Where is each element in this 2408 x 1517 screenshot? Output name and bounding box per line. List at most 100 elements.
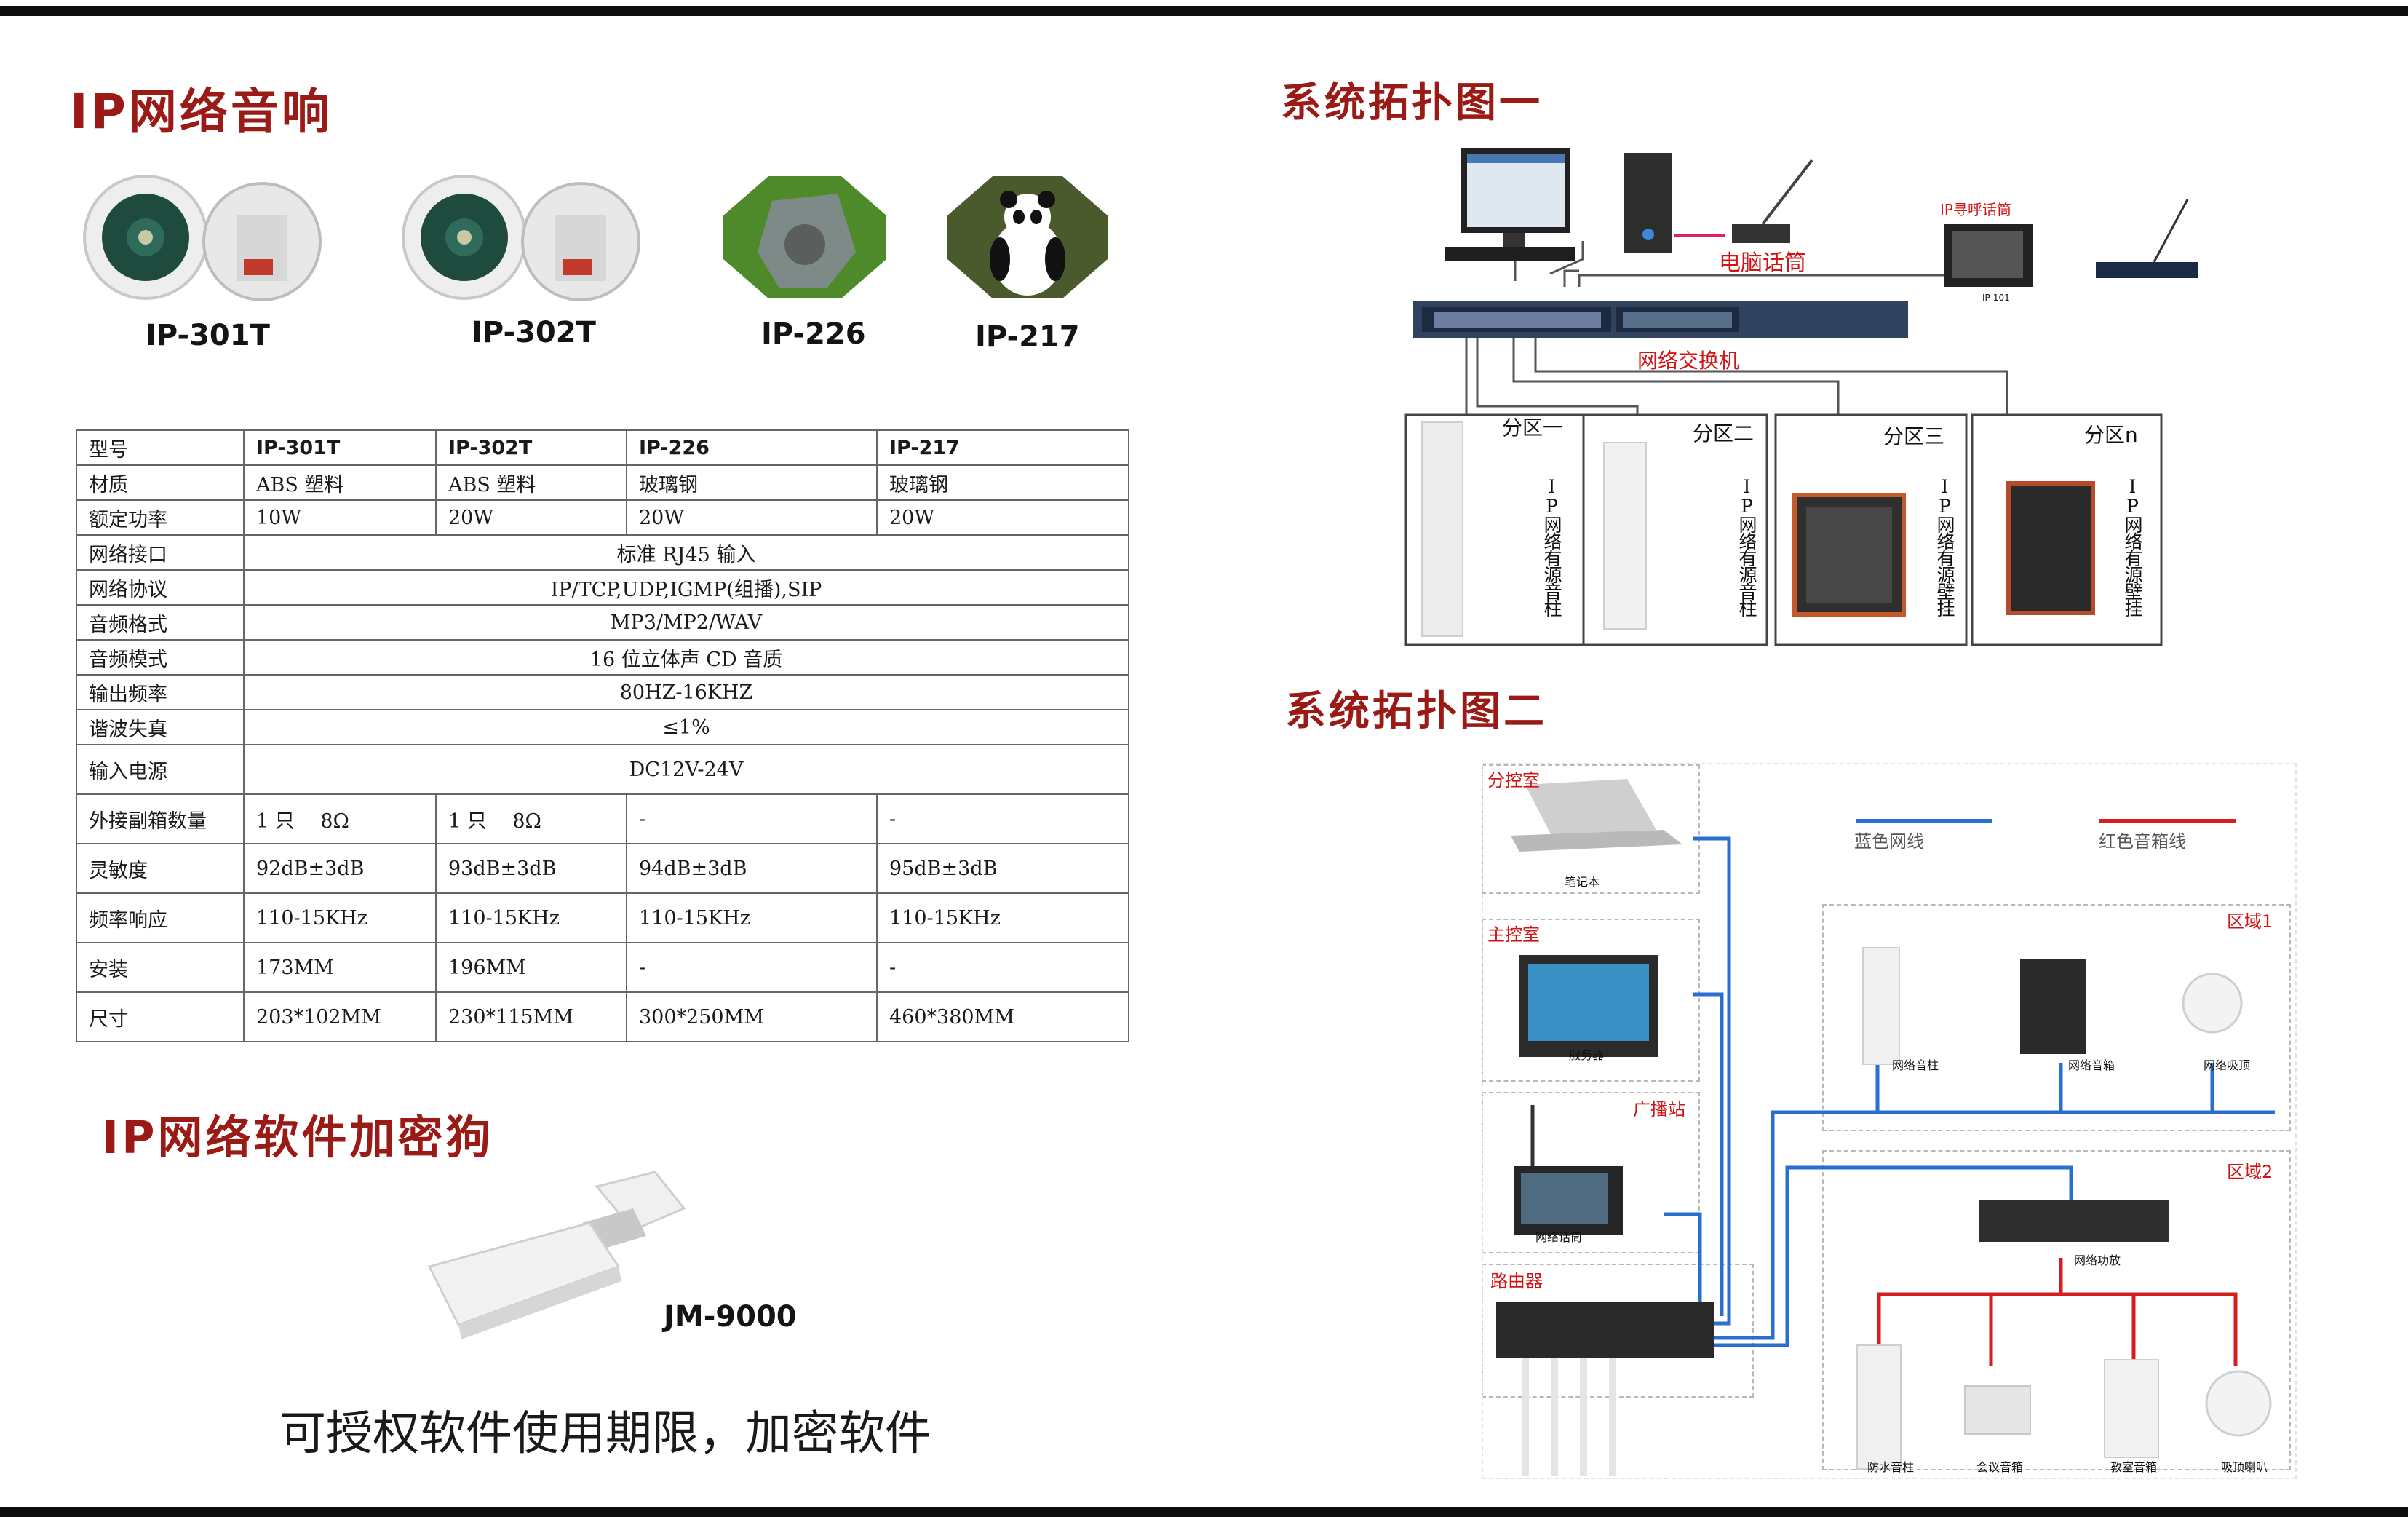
spec-cell: MP3/MP2/WAV	[243, 604, 1129, 641]
legend-red: 红色音箱线	[2099, 831, 2186, 852]
spec-cell: 20W	[626, 499, 878, 536]
area1-device-2: 网络音箱	[2068, 1058, 2115, 1072]
room-label-router: 路由器	[1490, 1271, 1543, 1291]
product-photo-ip-226	[723, 176, 886, 298]
zone-device-n: IP网络有源壁挂	[2122, 476, 2143, 616]
area-box-1	[1822, 904, 2291, 1131]
spec-cell: 20W	[876, 499, 1129, 536]
spec-row: 谐波失真≤1%	[76, 709, 1129, 745]
top-border	[0, 6, 2408, 16]
area2-device-4: 吸顶喇叭	[2221, 1460, 2268, 1474]
spec-row-label: 音频模式	[76, 639, 245, 676]
spec-row-label: 谐波失真	[76, 709, 245, 745]
zone-device-3: IP网络有源壁挂	[1934, 476, 1955, 616]
dongle-section-title: IP网络软件加密狗	[102, 1111, 494, 1164]
area2-device-3: 教室音箱	[2110, 1460, 2158, 1474]
spec-cell: 300*250MM	[626, 991, 878, 1042]
topology2-frame	[1482, 763, 2297, 1479]
spec-row-label: 材质	[76, 464, 245, 501]
spec-row-label: 外接副箱数量	[76, 793, 245, 844]
spec-cell: 标准 RJ45 输入	[243, 534, 1129, 571]
spec-cell: 玻璃钢	[876, 464, 1129, 501]
area-label-2: 区域2	[2227, 1162, 2273, 1182]
spec-cell: 230*115MM	[435, 991, 627, 1042]
area2-device-1: 防水音柱	[1867, 1460, 1915, 1474]
spec-cell: 10W	[243, 499, 437, 536]
legend-blue: 蓝色网线	[1854, 831, 1924, 852]
spec-row-label: 频率响应	[76, 892, 245, 943]
spec-header-cell: IP-302T	[435, 429, 627, 466]
device-label-laptop: 笔记本	[1565, 875, 1600, 889]
spec-cell: -	[876, 942, 1129, 993]
spec-cell: 1 只 8Ω	[435, 793, 627, 844]
spec-row-label: 输入电源	[76, 744, 245, 795]
spec-cell: 196MM	[435, 942, 627, 993]
spec-row-label: 额定功率	[76, 499, 245, 536]
device-label-server: 服务器	[1569, 1048, 1605, 1062]
spec-cell: 110-15KHz	[243, 892, 437, 943]
product-photo-ip-217	[947, 176, 1108, 298]
spec-row-label: 安装	[76, 942, 245, 993]
spec-cell: IP/TCP,UDP,IGMP(组播),SIP	[243, 569, 1129, 606]
spec-cell: ABS 塑料	[243, 464, 437, 501]
spec-cell: 110-15KHz	[435, 892, 627, 943]
product-label-ip-217: IP-217	[975, 320, 1080, 354]
product-photo-ip-302t	[402, 175, 640, 301]
room-label-master: 主控室	[1487, 924, 1540, 945]
spec-cell: 110-15KHz	[626, 892, 878, 943]
zone-label-2: 分区二	[1693, 421, 1755, 445]
product-label-ip-301t: IP-301T	[146, 319, 270, 352]
area-box-2	[1822, 1150, 2291, 1470]
spec-cell: 203*102MM	[243, 991, 437, 1042]
topology2-diagram	[1496, 779, 2275, 1476]
spec-cell: 1 只 8Ω	[243, 793, 437, 844]
product-label-ip-302t: IP-302T	[472, 316, 596, 349]
area-label-1: 区域1	[2227, 911, 2273, 932]
spec-cell: 玻璃钢	[626, 464, 878, 501]
spec-row-label: 网络接口	[76, 534, 245, 571]
spec-header-cell: IP-226	[626, 429, 878, 466]
spec-cell: 80HZ-16KHZ	[243, 674, 1129, 710]
spec-cell: -	[626, 942, 878, 993]
spec-cell: ≤1%	[243, 709, 1129, 745]
intercom-label: IP寻呼话筒	[1940, 201, 2011, 218]
spec-row-label: 尺寸	[76, 991, 245, 1042]
product-label-ip-226: IP-226	[761, 317, 866, 351]
spec-row-label: 输出频率	[76, 674, 245, 710]
spec-cell: 110-15KHz	[876, 892, 1129, 943]
zone-device-1: IP网络有源音柱	[1541, 476, 1562, 616]
zone-label-n: 分区n	[2084, 423, 2138, 447]
spec-cell: 173MM	[243, 942, 437, 993]
topology1-diagram	[1404, 148, 2198, 646]
product-photo-ip-301t	[83, 175, 322, 301]
spec-row-label: 网络协议	[76, 569, 245, 606]
area1-device-3: 网络吸顶	[2204, 1058, 2251, 1072]
topology2-title: 系统拓扑图二	[1285, 688, 1547, 735]
spec-cell: 16 位立体声 CD 音质	[243, 639, 1129, 676]
zone-label-1: 分区一	[1502, 416, 1564, 440]
speaker-section-title: IP网络音响	[70, 84, 333, 140]
amp-label: 网络功放	[2074, 1253, 2121, 1267]
switch-label: 网络交换机	[1637, 349, 1740, 373]
dongle-model: JM-9000	[664, 1300, 797, 1334]
intercom-model: IP-101	[1982, 293, 2010, 303]
zone-device-2: IP网络有源音柱	[1736, 476, 1757, 616]
room-label-broadcast: 广播站	[1633, 1099, 1685, 1120]
spec-header-cell: 型号	[76, 429, 245, 466]
area2-device-2: 会议音箱	[1976, 1460, 2024, 1474]
spec-cell: 20W	[435, 499, 627, 536]
